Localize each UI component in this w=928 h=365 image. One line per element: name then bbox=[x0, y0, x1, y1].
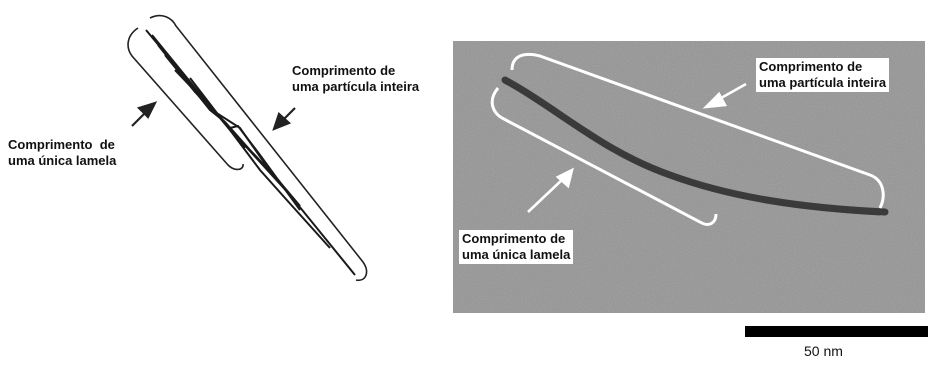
scale-bar-label: 50 nm bbox=[804, 343, 843, 359]
left-schematic bbox=[128, 16, 366, 281]
lamella-bracket-left bbox=[128, 28, 243, 169]
left-particle-label: Comprimento de uma partícula inteira bbox=[292, 63, 419, 95]
left-lamella-label: Comprimento de uma única lamela bbox=[8, 137, 116, 169]
particle-bracket-left bbox=[150, 16, 367, 281]
right-lamella-label: Comprimento de uma única lamela bbox=[459, 230, 573, 264]
scale-bar bbox=[745, 326, 928, 337]
arrows-left bbox=[132, 103, 295, 129]
right-particle-label: Comprimento de uma partícula inteira bbox=[756, 58, 889, 92]
